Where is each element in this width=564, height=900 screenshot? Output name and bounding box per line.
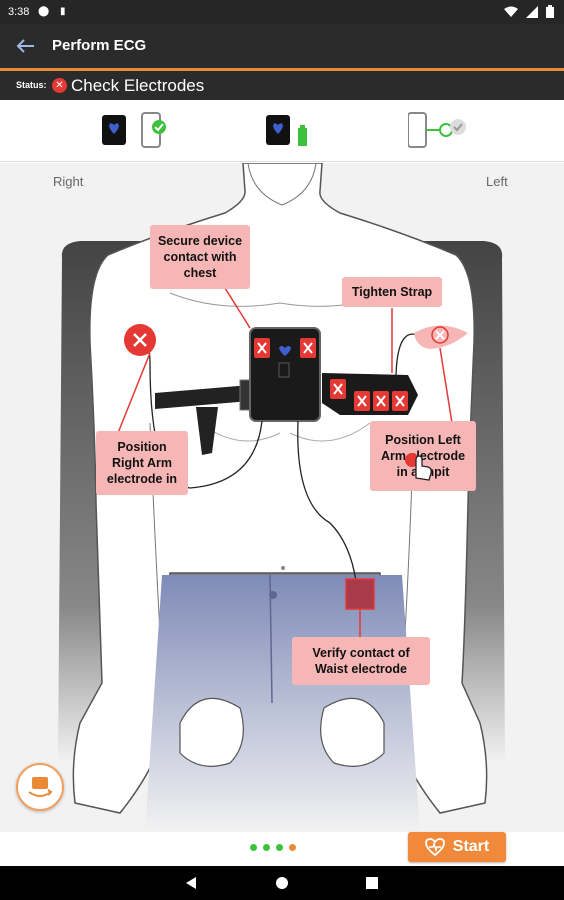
start-label: Start bbox=[452, 838, 490, 855]
callout-left-arm: Position Left Arm electrode in armpit bbox=[370, 421, 476, 491]
callout-secure-device: Secure device contact with chest bbox=[150, 225, 250, 289]
device-battery-icon bbox=[266, 115, 307, 146]
page-dot bbox=[263, 844, 270, 851]
tap-hand-icon bbox=[405, 453, 432, 481]
phone-cloud-sync-icon bbox=[408, 112, 466, 148]
status-label: Status: bbox=[16, 80, 47, 90]
camera-rotate-icon bbox=[28, 777, 53, 797]
nav-recents-icon bbox=[366, 877, 378, 889]
signal-icon bbox=[526, 5, 538, 18]
system-icons bbox=[504, 5, 554, 18]
nav-home-button[interactable] bbox=[274, 875, 290, 891]
status-text: Check Electrodes bbox=[71, 76, 205, 95]
nav-recents-button[interactable] bbox=[364, 875, 380, 891]
torso-illustration bbox=[58, 163, 505, 832]
status-row: Status: ✕ Check Electrodes bbox=[0, 71, 564, 100]
error-icon: ✕ bbox=[52, 78, 67, 93]
device-phone-connected-icon bbox=[102, 112, 166, 148]
page-dot-active bbox=[289, 844, 296, 851]
notification-icons: ⬤ ▮ bbox=[38, 6, 70, 17]
app-bar: Perform ECG bbox=[0, 24, 564, 68]
battery-icon bbox=[546, 5, 554, 18]
ecg-placement-diagram: Right Left Secure device contact with ch… bbox=[0, 163, 564, 832]
wifi-icon bbox=[504, 6, 518, 17]
page-dot bbox=[276, 844, 283, 851]
clock: 3:38 bbox=[8, 6, 30, 18]
left-side-label: Left bbox=[486, 174, 508, 189]
page-dot bbox=[250, 844, 257, 851]
accent-divider bbox=[0, 68, 564, 71]
callout-waist: Verify contact of Waist electrode bbox=[292, 637, 430, 685]
bottom-bar: Start bbox=[0, 832, 564, 866]
heart-icon bbox=[424, 838, 445, 856]
page-indicator bbox=[250, 844, 296, 851]
callout-tighten-strap: Tighten Strap bbox=[342, 277, 442, 307]
back-arrow-icon bbox=[16, 39, 34, 53]
rotate-camera-button[interactable] bbox=[16, 763, 64, 811]
back-button[interactable] bbox=[12, 34, 38, 58]
callout-right-arm: Position Right Arm electrode in bbox=[96, 431, 188, 495]
start-button[interactable]: Start bbox=[408, 832, 506, 862]
right-side-label: Right bbox=[53, 174, 84, 189]
system-status-bar: 3:38 ⬤ ▮ bbox=[0, 0, 564, 24]
navigation-bar bbox=[0, 866, 564, 900]
nav-back-button[interactable] bbox=[184, 875, 200, 891]
nav-back-icon bbox=[186, 877, 196, 889]
nav-home-icon bbox=[276, 877, 288, 889]
connection-steps bbox=[0, 100, 564, 162]
page-title: Perform ECG bbox=[52, 37, 147, 54]
electrode-markers bbox=[254, 338, 408, 411]
